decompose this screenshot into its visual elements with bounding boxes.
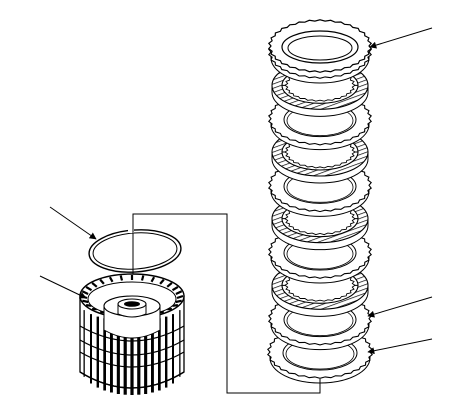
drum-rim-tooth bbox=[175, 299, 182, 304]
clutch-drum-assembly bbox=[79, 273, 185, 395]
drum-rim-tooth bbox=[171, 285, 179, 292]
drum-spline-slot bbox=[103, 318, 106, 391]
clutch-pack-stack bbox=[267, 19, 373, 384]
drum-band-middle bbox=[79, 339, 185, 356]
drum-rim-tooth bbox=[140, 275, 145, 281]
pressure-plate bbox=[267, 19, 373, 73]
drum-spline-slot bbox=[172, 314, 174, 384]
drum-spline-slot bbox=[151, 319, 154, 393]
drum-rim-tooth bbox=[166, 282, 173, 288]
drum-spline-slot bbox=[123, 320, 127, 395]
drum-rim-tooth bbox=[91, 282, 98, 288]
drum-rim-tooth bbox=[82, 299, 89, 304]
leader-arrow-snap-ring bbox=[49, 206, 97, 240]
drum-spline-slot bbox=[130, 321, 134, 395]
disc-friction-plate-4 bbox=[271, 127, 369, 184]
drum-spline-slot bbox=[144, 320, 148, 394]
drum-spline-slot bbox=[158, 318, 161, 391]
drum-rim-tooth bbox=[99, 278, 105, 285]
leader-arrows bbox=[39, 27, 433, 355]
drum-rim-tooth bbox=[176, 294, 184, 300]
drum-rim-tooth bbox=[175, 290, 183, 295]
drum-spline-slot bbox=[165, 316, 168, 388]
snap-ring-gap bbox=[128, 228, 134, 233]
snap-ring-outer bbox=[88, 229, 182, 273]
leader-arrow-drum bbox=[39, 275, 87, 299]
leader-arrow-backing-plate bbox=[367, 338, 433, 355]
drum-band-lower bbox=[79, 351, 185, 368]
drum-spline-slot bbox=[137, 320, 141, 395]
drum-rim-tooth bbox=[172, 304, 179, 307]
drum-rim-tooth bbox=[150, 276, 156, 283]
drum-band-upper bbox=[79, 325, 185, 342]
drum-rim-teeth bbox=[80, 275, 184, 318]
connection-line bbox=[132, 213, 321, 394]
drum-spline-slot bbox=[90, 314, 92, 384]
drum-spline-slot bbox=[96, 316, 99, 388]
drum-spline-slot bbox=[116, 320, 120, 394]
leader-arrow-top-disc bbox=[369, 27, 433, 49]
drum-spline-teeth bbox=[83, 310, 181, 395]
drum-rim-tooth bbox=[85, 304, 92, 307]
leader-arrow-lower-disc bbox=[367, 296, 433, 318]
drum-rim-tooth bbox=[159, 278, 165, 285]
drum-hub-bore-inner bbox=[124, 301, 140, 307]
snap-ring-inner bbox=[92, 232, 178, 270]
drum-spline-slot bbox=[179, 310, 181, 377]
drum-rim-tooth bbox=[108, 276, 114, 283]
drum-rim-tooth bbox=[85, 285, 93, 292]
drum-rim-tooth bbox=[119, 275, 124, 281]
drum-spline-slot bbox=[110, 319, 113, 393]
drum-bottom-edge bbox=[79, 371, 185, 389]
snap-ring bbox=[88, 228, 182, 273]
drum-spline-slot bbox=[83, 310, 85, 377]
pressure-plate-bore bbox=[287, 35, 353, 61]
disc-friction-plate-6 bbox=[271, 194, 369, 251]
